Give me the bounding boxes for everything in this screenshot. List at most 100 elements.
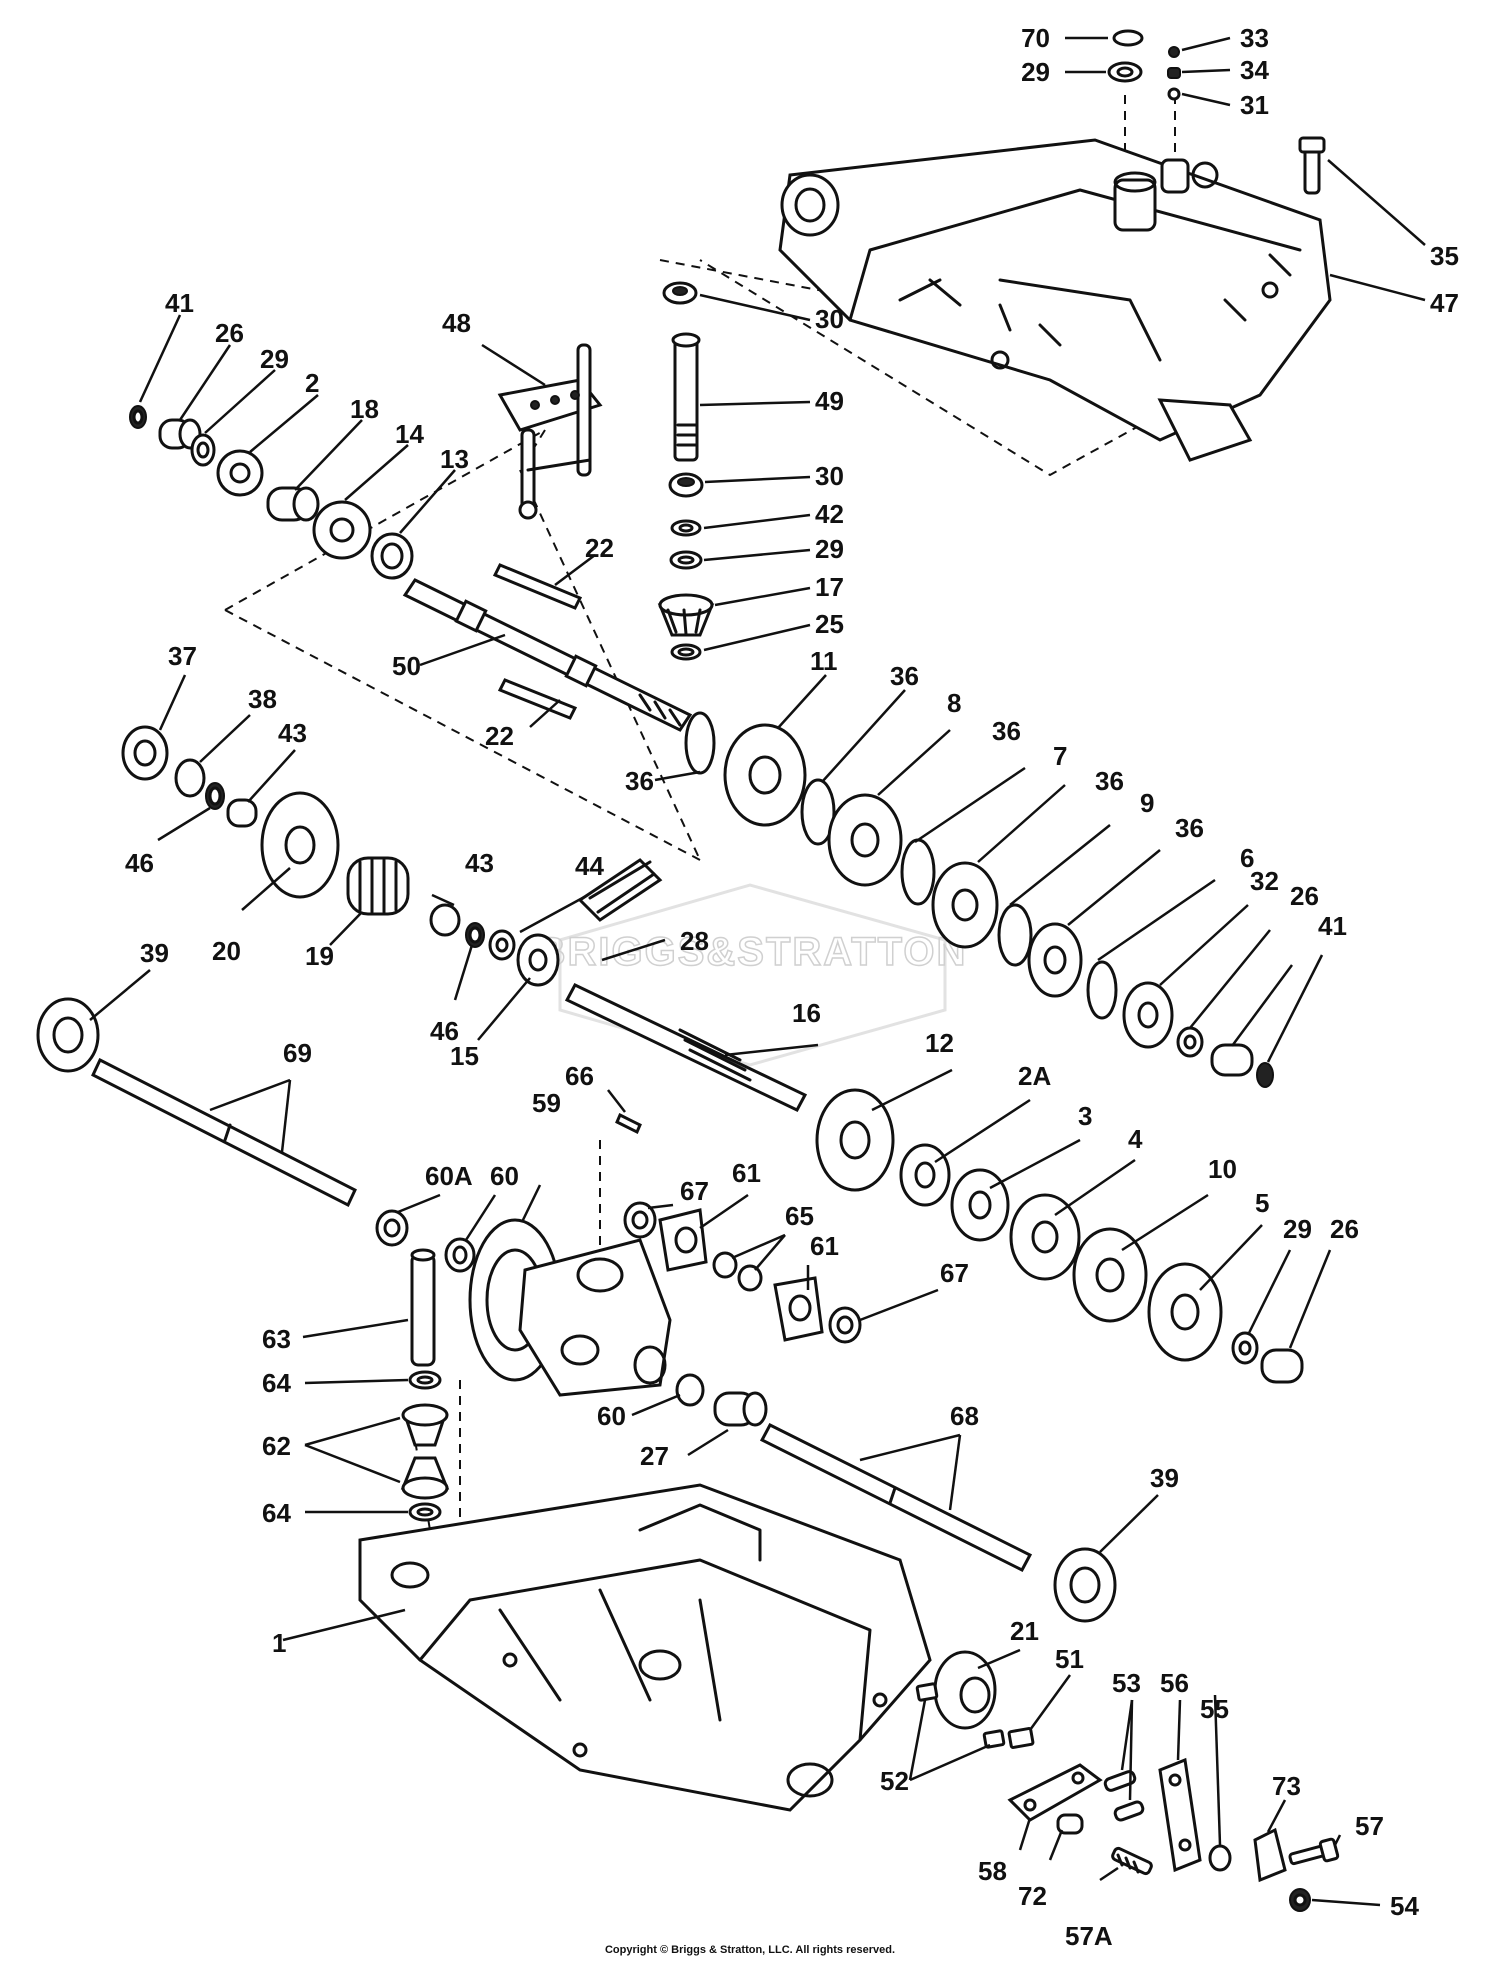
callout-67: 67 bbox=[940, 1258, 969, 1288]
watermark-text: BRIGGS&STRATTON bbox=[537, 930, 968, 974]
callout-69: 69 bbox=[283, 1038, 312, 1068]
left-middle-stack bbox=[121, 725, 663, 987]
callout-22: 22 bbox=[585, 533, 614, 563]
copyright-notice: Copyright © Briggs & Stratton, LLC. All … bbox=[604, 1944, 896, 1956]
callout-56: 56 bbox=[1160, 1668, 1189, 1698]
callout-labels: 70 33 29 34 31 35 47 30 48 49 30 42 29 1… bbox=[125, 23, 1459, 1951]
caliper-58 bbox=[1007, 1763, 1103, 1822]
callout-51: 51 bbox=[1055, 1644, 1084, 1674]
callout-57A: 57A bbox=[1065, 1921, 1113, 1951]
callout-36: 36 bbox=[1095, 766, 1124, 796]
brake-disc-21 bbox=[933, 1650, 997, 1730]
callout-48: 48 bbox=[442, 308, 471, 338]
callout-36: 36 bbox=[625, 766, 654, 796]
bushing-60-lower bbox=[675, 1373, 705, 1407]
callout-70: 70 bbox=[1021, 23, 1050, 53]
callout-39: 39 bbox=[140, 938, 169, 968]
callout-41: 41 bbox=[165, 288, 194, 318]
callout-7: 7 bbox=[1053, 741, 1067, 771]
bearing-39-left bbox=[36, 997, 100, 1073]
callout-46: 46 bbox=[125, 848, 154, 878]
cap-parts-top bbox=[1107, 29, 1181, 101]
axle-69 bbox=[91, 1057, 357, 1208]
callout-57: 57 bbox=[1355, 1811, 1384, 1841]
callout-31: 31 bbox=[1240, 90, 1269, 120]
washer-64-top bbox=[408, 1370, 442, 1390]
keys-22 bbox=[492, 563, 583, 720]
callout-46: 46 bbox=[430, 1016, 459, 1046]
callout-49: 49 bbox=[815, 386, 844, 416]
callout-37: 37 bbox=[168, 641, 197, 671]
shaft-49 bbox=[671, 332, 701, 462]
callout-62: 62 bbox=[262, 1431, 291, 1461]
callout-65: 65 bbox=[785, 1201, 814, 1231]
callout-60: 60 bbox=[490, 1161, 519, 1191]
callout-22: 22 bbox=[485, 721, 514, 751]
brake-plate-51 bbox=[1007, 1727, 1035, 1749]
lever-56 bbox=[1158, 1757, 1202, 1873]
bolt-57 bbox=[1288, 1837, 1340, 1866]
callout-38: 38 bbox=[248, 684, 277, 714]
callout-29: 29 bbox=[1283, 1214, 1312, 1244]
callout-73: 73 bbox=[1272, 1771, 1301, 1801]
callout-68: 68 bbox=[950, 1401, 979, 1431]
callout-13: 13 bbox=[440, 444, 469, 474]
ring-25 bbox=[670, 643, 702, 661]
callout-10: 10 bbox=[1208, 1154, 1237, 1184]
callout-61: 61 bbox=[732, 1158, 761, 1188]
callout-52: 52 bbox=[880, 1766, 909, 1796]
bevel-gear-17 bbox=[657, 593, 715, 637]
callout-59: 59 bbox=[532, 1088, 561, 1118]
callout-36: 36 bbox=[890, 661, 919, 691]
callout-17: 17 bbox=[815, 572, 844, 602]
washer-64-bottom bbox=[408, 1502, 442, 1522]
callout-30: 30 bbox=[815, 304, 844, 334]
callout-58: 58 bbox=[978, 1856, 1007, 1886]
bolt-57A bbox=[1111, 1846, 1153, 1876]
callout-9: 9 bbox=[1140, 788, 1154, 818]
callout-47: 47 bbox=[1430, 288, 1459, 318]
callout-15: 15 bbox=[450, 1041, 479, 1071]
lower-right-gear-stack bbox=[815, 1088, 1304, 1384]
washer-55 bbox=[1208, 1844, 1232, 1872]
callout-25: 25 bbox=[815, 609, 844, 639]
callout-35: 35 bbox=[1430, 241, 1459, 271]
bracket-73 bbox=[1253, 1827, 1287, 1883]
callout-39: 39 bbox=[1150, 1463, 1179, 1493]
callout-28: 28 bbox=[680, 926, 709, 956]
callout-33: 33 bbox=[1240, 23, 1269, 53]
callout-12: 12 bbox=[925, 1028, 954, 1058]
callout-27: 27 bbox=[640, 1441, 669, 1471]
right-gear-stack bbox=[684, 711, 1274, 1088]
callout-54: 54 bbox=[1390, 1891, 1419, 1921]
callout-42: 42 bbox=[815, 499, 844, 529]
bushing-27 bbox=[713, 1391, 768, 1427]
callout-36: 36 bbox=[992, 716, 1021, 746]
differential-59 bbox=[468, 1218, 672, 1397]
nut-54 bbox=[1289, 1888, 1311, 1912]
callout-1: 1 bbox=[272, 1628, 286, 1658]
callout-14: 14 bbox=[395, 419, 424, 449]
callout-4: 4 bbox=[1128, 1124, 1143, 1154]
callout-43: 43 bbox=[278, 718, 307, 748]
callout-50: 50 bbox=[392, 651, 421, 681]
bushing-30-lower bbox=[668, 472, 704, 498]
callout-3: 3 bbox=[1078, 1101, 1092, 1131]
callout-64: 64 bbox=[262, 1368, 291, 1398]
pinion-gears-62 bbox=[400, 1403, 450, 1500]
callout-2: 2 bbox=[305, 368, 319, 398]
callout-26: 26 bbox=[1290, 881, 1319, 911]
shaft-16 bbox=[564, 983, 808, 1112]
callout-60A: 60A bbox=[425, 1161, 473, 1191]
callout-32: 32 bbox=[1250, 866, 1279, 896]
lower-housing-1 bbox=[358, 1483, 932, 1812]
callout-8: 8 bbox=[947, 688, 961, 718]
spider-gears-61-67-65 bbox=[623, 1201, 862, 1344]
pin-66 bbox=[615, 1112, 642, 1135]
pin-63 bbox=[410, 1248, 436, 1367]
callout-6: 6 bbox=[1240, 843, 1254, 873]
callout-41: 41 bbox=[1318, 911, 1347, 941]
callout-55: 55 bbox=[1200, 1694, 1229, 1724]
callout-5: 5 bbox=[1255, 1188, 1269, 1218]
